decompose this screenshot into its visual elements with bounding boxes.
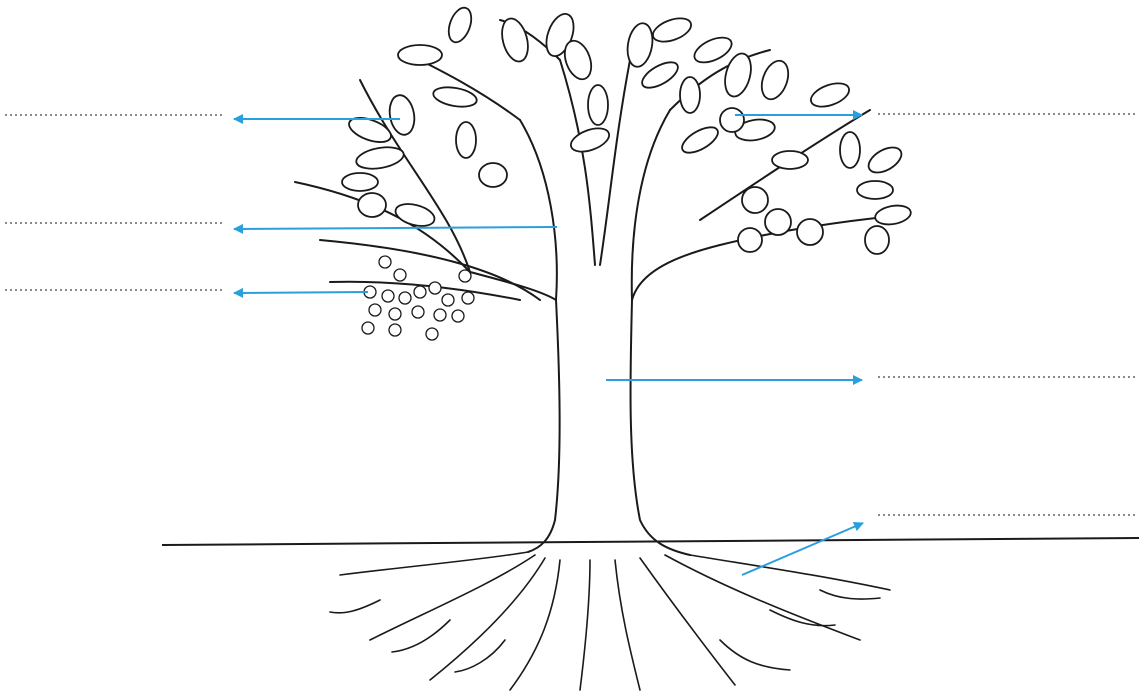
arrow-to-branch bbox=[234, 227, 557, 229]
tree-roots bbox=[330, 552, 890, 690]
arrow-to-roots bbox=[742, 523, 863, 575]
tree-blossoms bbox=[362, 256, 474, 340]
ground-line bbox=[162, 538, 1139, 545]
arrow-to-flower bbox=[234, 292, 368, 293]
label-blanks bbox=[5, 114, 1136, 515]
tree-leaves bbox=[342, 5, 912, 254]
label-arrows bbox=[234, 115, 863, 575]
